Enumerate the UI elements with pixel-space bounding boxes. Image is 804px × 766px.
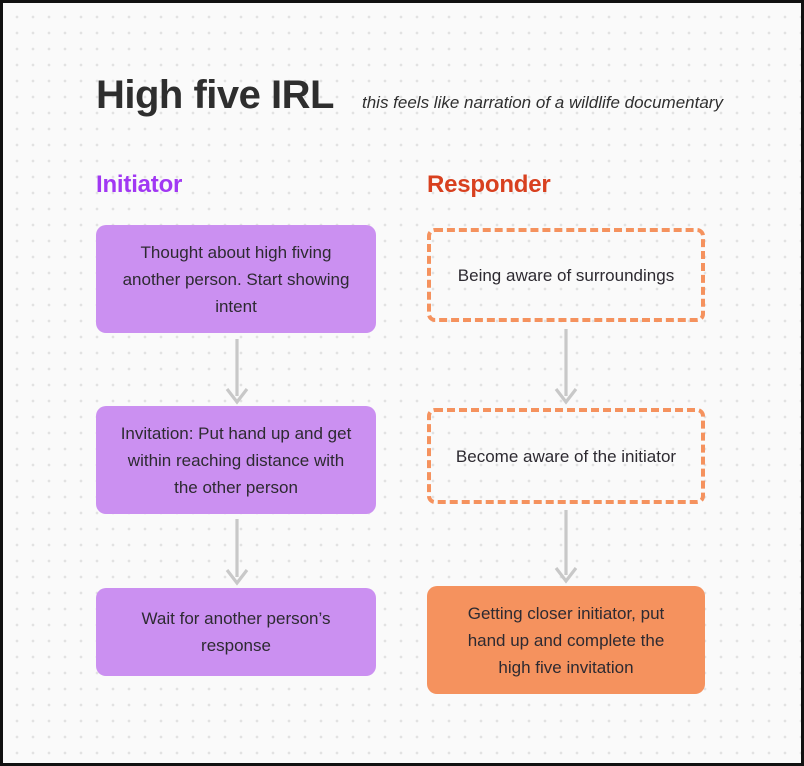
arrow-responder-1-2: [554, 329, 578, 405]
page-subtitle: this feels like narration of a wildlife …: [362, 93, 723, 112]
arrow-responder-2-3: [554, 510, 578, 584]
flow-node-responder-step-2[interactable]: Become aware of the initiator: [427, 408, 705, 504]
flow-node-initiator-step-3[interactable]: Wait for another person’s response: [96, 588, 376, 676]
flow-node-label: Become aware of the initiator: [455, 446, 677, 466]
flow-node-label: Wait for another person’s response: [141, 609, 331, 655]
column-header-responder: Responder: [427, 171, 551, 198]
column-header-initiator: Initiator: [96, 171, 183, 198]
arrow-initiator-1-2: [225, 339, 249, 405]
flow-node-initiator-step-1[interactable]: Thought about high fiving another person…: [96, 225, 376, 333]
flow-node-label: Invitation: Put hand up and get within r…: [120, 423, 352, 497]
arrow-initiator-2-3: [225, 519, 249, 586]
flow-node-responder-step-3[interactable]: Getting closer initiator, put hand up an…: [427, 586, 705, 694]
flow-node-label: Thought about high fiving another person…: [122, 242, 350, 316]
flow-node-label: Getting closer initiator, put hand up an…: [467, 603, 665, 677]
flow-node-initiator-step-2[interactable]: Invitation: Put hand up and get within r…: [96, 406, 376, 514]
flow-node-responder-step-1[interactable]: Being aware of surroundings: [427, 228, 705, 322]
flow-node-label: Being aware of surroundings: [457, 265, 675, 285]
page-title: High five IRL: [96, 73, 334, 117]
